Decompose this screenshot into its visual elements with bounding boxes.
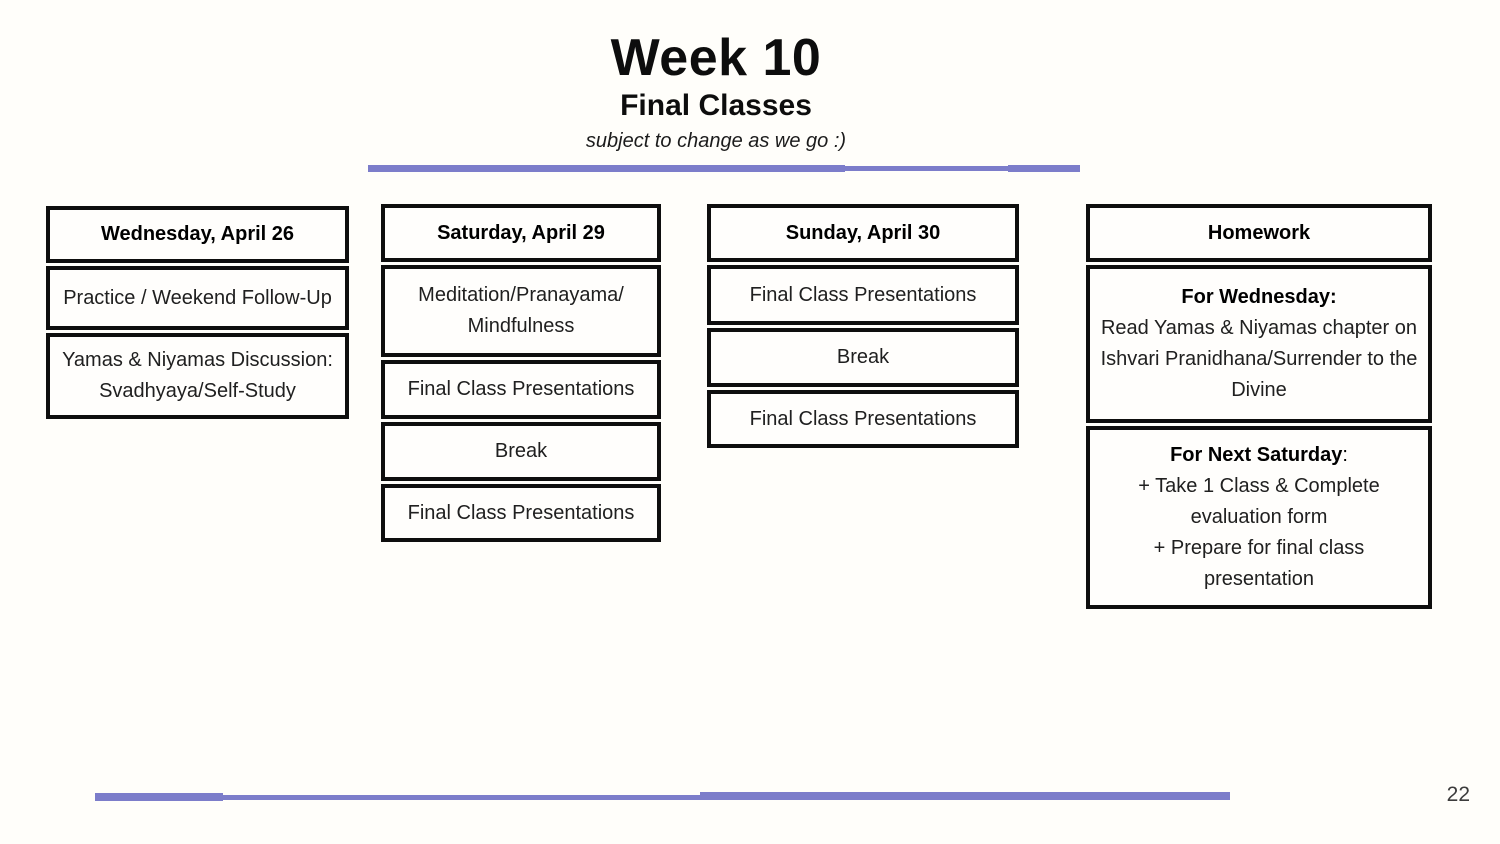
schedule-cell: Final Class Presentations xyxy=(381,360,661,419)
column-header: Wednesday, April 26 xyxy=(46,206,349,263)
homework-cell-next-saturday: For Next Saturday: + Take 1 Class & Comp… xyxy=(1086,426,1432,609)
slide-title-block: Week 10 Final Classes subject to change … xyxy=(0,30,1432,153)
schedule-cell-text: Yamas & Niyamas Discussion: Svadhyaya/Se… xyxy=(62,349,333,402)
slide-note: subject to change as we go :) xyxy=(585,130,847,152)
schedule-cell: Final Class Presentations xyxy=(707,390,1019,448)
homework-cell-title: For Next Saturday: xyxy=(1170,444,1348,466)
schedule-cell: Break xyxy=(381,422,661,481)
top-divider-line xyxy=(845,166,1010,171)
schedule-cell-text: Final Class Presentations xyxy=(407,378,635,400)
column-homework: Homework For Wednesday: Read Yamas & Niy… xyxy=(1086,204,1432,609)
column-header-label: Saturday, April 29 xyxy=(437,221,605,244)
column-header: Saturday, April 29 xyxy=(381,204,661,262)
column-header: Homework xyxy=(1086,204,1432,262)
top-divider-line xyxy=(368,165,845,172)
schedule-cell: Meditation/Pranayama/ Mindfulness xyxy=(381,265,661,357)
column-header-label: Homework xyxy=(1207,221,1311,244)
column-header-label: Wednesday, April 26 xyxy=(100,223,295,245)
schedule-cell-text: Meditation/Pranayama/ Mindfulness xyxy=(418,284,624,337)
top-divider-line xyxy=(1008,165,1080,172)
bottom-divider-line xyxy=(220,795,710,800)
schedule-cell-text: Final Class Presentations xyxy=(407,501,635,524)
schedule-cell-text: Break xyxy=(494,440,548,462)
column-wednesday: Wednesday, April 26 Practice / Weekend F… xyxy=(46,206,349,419)
slide-title: Week 10 xyxy=(610,29,822,87)
column-header: Sunday, April 30 xyxy=(707,204,1019,262)
slide-subtitle: Final Classes xyxy=(620,89,812,122)
column-header-label: Sunday, April 30 xyxy=(785,221,941,244)
homework-cell-title: For Wednesday: xyxy=(1181,286,1337,308)
schedule-cell: Yamas & Niyamas Discussion: Svadhyaya/Se… xyxy=(46,333,349,419)
schedule-cell: Final Class Presentations xyxy=(381,484,661,542)
schedule-cell-text: Final Class Presentations xyxy=(749,407,977,430)
column-sunday: Sunday, April 30 Final Class Presentatio… xyxy=(707,204,1019,448)
homework-cell-wednesday: For Wednesday: Read Yamas & Niyamas chap… xyxy=(1086,265,1432,423)
schedule-cell: Practice / Weekend Follow-Up xyxy=(46,266,349,330)
schedule-cell: Break xyxy=(707,328,1019,387)
column-saturday: Saturday, April 29 Meditation/Pranayama/… xyxy=(381,204,661,542)
homework-cell-text: + Take 1 Class & Complete evaluation for… xyxy=(1138,475,1380,590)
schedule-cell-text: Break xyxy=(836,346,890,368)
page-number: 22 xyxy=(1446,783,1470,806)
schedule-cell-text: Final Class Presentations xyxy=(749,283,977,306)
schedule-cell: Final Class Presentations xyxy=(707,265,1019,325)
schedule-cell-text: Practice / Weekend Follow-Up xyxy=(63,286,332,309)
bottom-divider-line xyxy=(700,792,1230,800)
homework-cell-text: Read Yamas & Niyamas chapter on Ishvari … xyxy=(1100,317,1418,401)
bottom-divider-line xyxy=(95,793,223,801)
